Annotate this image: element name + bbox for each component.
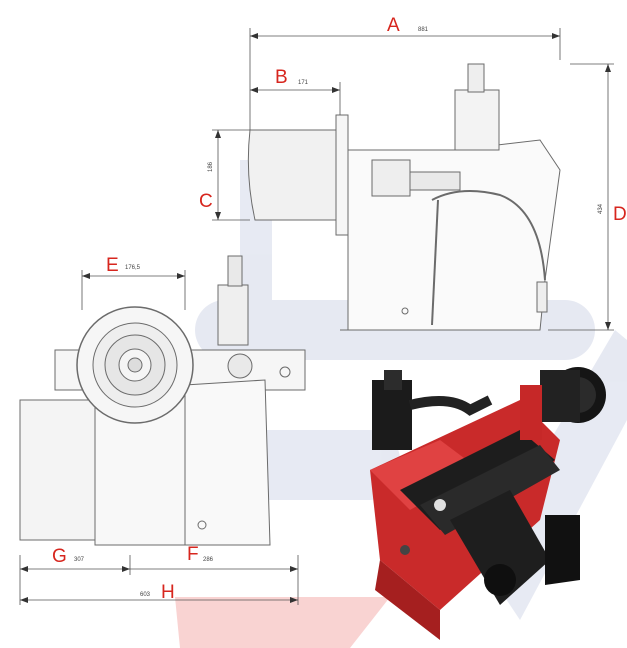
dim-value-d: 434	[598, 203, 604, 214]
dim-value-h: 603	[140, 592, 151, 598]
dim-value-c: 186	[208, 161, 214, 172]
burner-photo	[370, 367, 606, 640]
dim-letter-a: A	[387, 15, 400, 36]
dim-value-e: 176,5	[125, 265, 141, 271]
dim-value-g: 307	[74, 557, 85, 563]
dim-letter-c: C	[199, 191, 213, 212]
dim-letter-b: B	[275, 67, 288, 88]
dim-value-a: 881	[418, 27, 429, 33]
dim-letter-f: F	[187, 544, 199, 565]
dim-letter-e: E	[106, 255, 119, 276]
dim-letter-h: H	[161, 582, 175, 603]
side-view-drawing	[247, 63, 561, 331]
dim-letter-g: G	[52, 546, 67, 567]
dimension-lines	[19, 28, 614, 605]
dimension-arrowheads	[20, 33, 611, 603]
watermark-red-shape	[175, 597, 390, 648]
front-view-drawing	[19, 255, 306, 546]
dim-letter-d: D	[613, 204, 627, 225]
dim-value-f: 286	[203, 557, 214, 563]
dim-value-b: 171	[298, 80, 309, 86]
